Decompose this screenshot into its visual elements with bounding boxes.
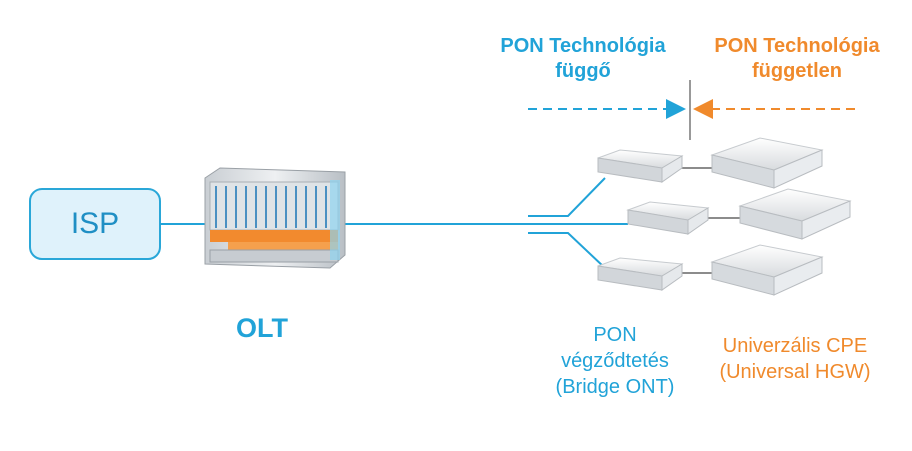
olt-label: OLT [222, 312, 302, 346]
ont-label-line3: (Bridge ONT) [555, 376, 675, 398]
cpe-label-line2: (Universal HGW) [719, 361, 871, 383]
ont-label-line1: PON [593, 324, 637, 346]
ont-device-bottom [597, 257, 684, 291]
cpe-device-top [710, 137, 824, 189]
cpe-device-mid [738, 188, 852, 240]
header-dependent-line1: PON Technológia [500, 35, 666, 57]
cpe-label-line1: Univerzális CPE [722, 335, 868, 357]
cpe-label: Univerzális CPE (Universal HGW) [700, 333, 890, 385]
header-independent-line2: független [752, 60, 842, 82]
ont-label: PON végződtetés (Bridge ONT) [530, 322, 700, 400]
fiber-branch-bottom [528, 232, 606, 269]
header-dependent-line2: függő [555, 60, 611, 82]
ont-device-top [597, 149, 684, 183]
olt-label-text: OLT [236, 313, 288, 343]
header-independent-line1: PON Technológia [714, 35, 880, 57]
header-independent: PON Technológia független [692, 34, 902, 84]
header-dependent: PON Technológia függő [478, 34, 688, 84]
cpe-device-bottom [710, 244, 824, 296]
ont-label-line2: végződtetés [561, 350, 669, 372]
fiber-branch-top [528, 177, 606, 217]
ont-device-mid [626, 201, 710, 235]
olt-device [204, 167, 346, 269]
isp-label: ISP [70, 207, 120, 240]
